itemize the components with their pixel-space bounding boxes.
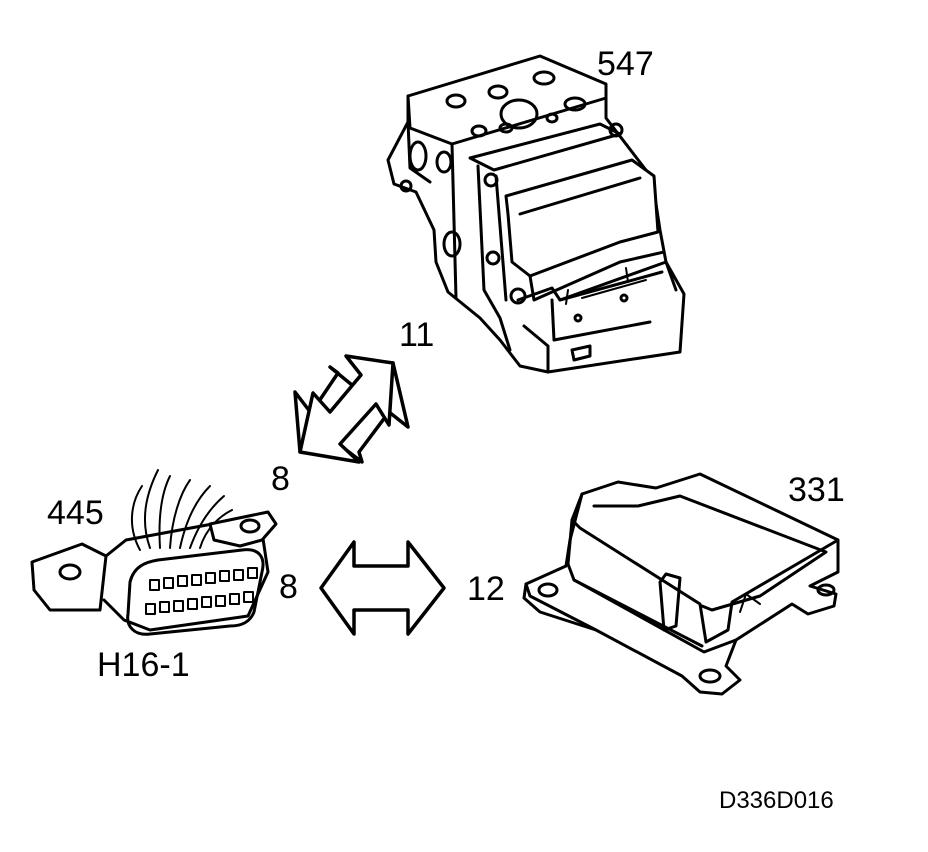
airbag-module-drawing [522, 472, 840, 696]
label-pin-8-lower: 8 [279, 568, 298, 606]
abs-unit-drawing [386, 54, 686, 374]
diagnostic-connector-drawing [30, 469, 278, 636]
label-connector: 445 [47, 494, 104, 532]
figure-code: D336D016 [719, 787, 834, 814]
label-pin-8-upper: 8 [271, 460, 290, 498]
label-pin-11: 11 [399, 316, 435, 354]
label-connector-id: H16-1 [97, 646, 190, 684]
label-pin-12: 12 [467, 570, 505, 608]
lower-double-arrow [319, 540, 446, 636]
label-airbag-unit: 331 [788, 471, 845, 509]
label-abs-unit: 547 [597, 45, 654, 83]
